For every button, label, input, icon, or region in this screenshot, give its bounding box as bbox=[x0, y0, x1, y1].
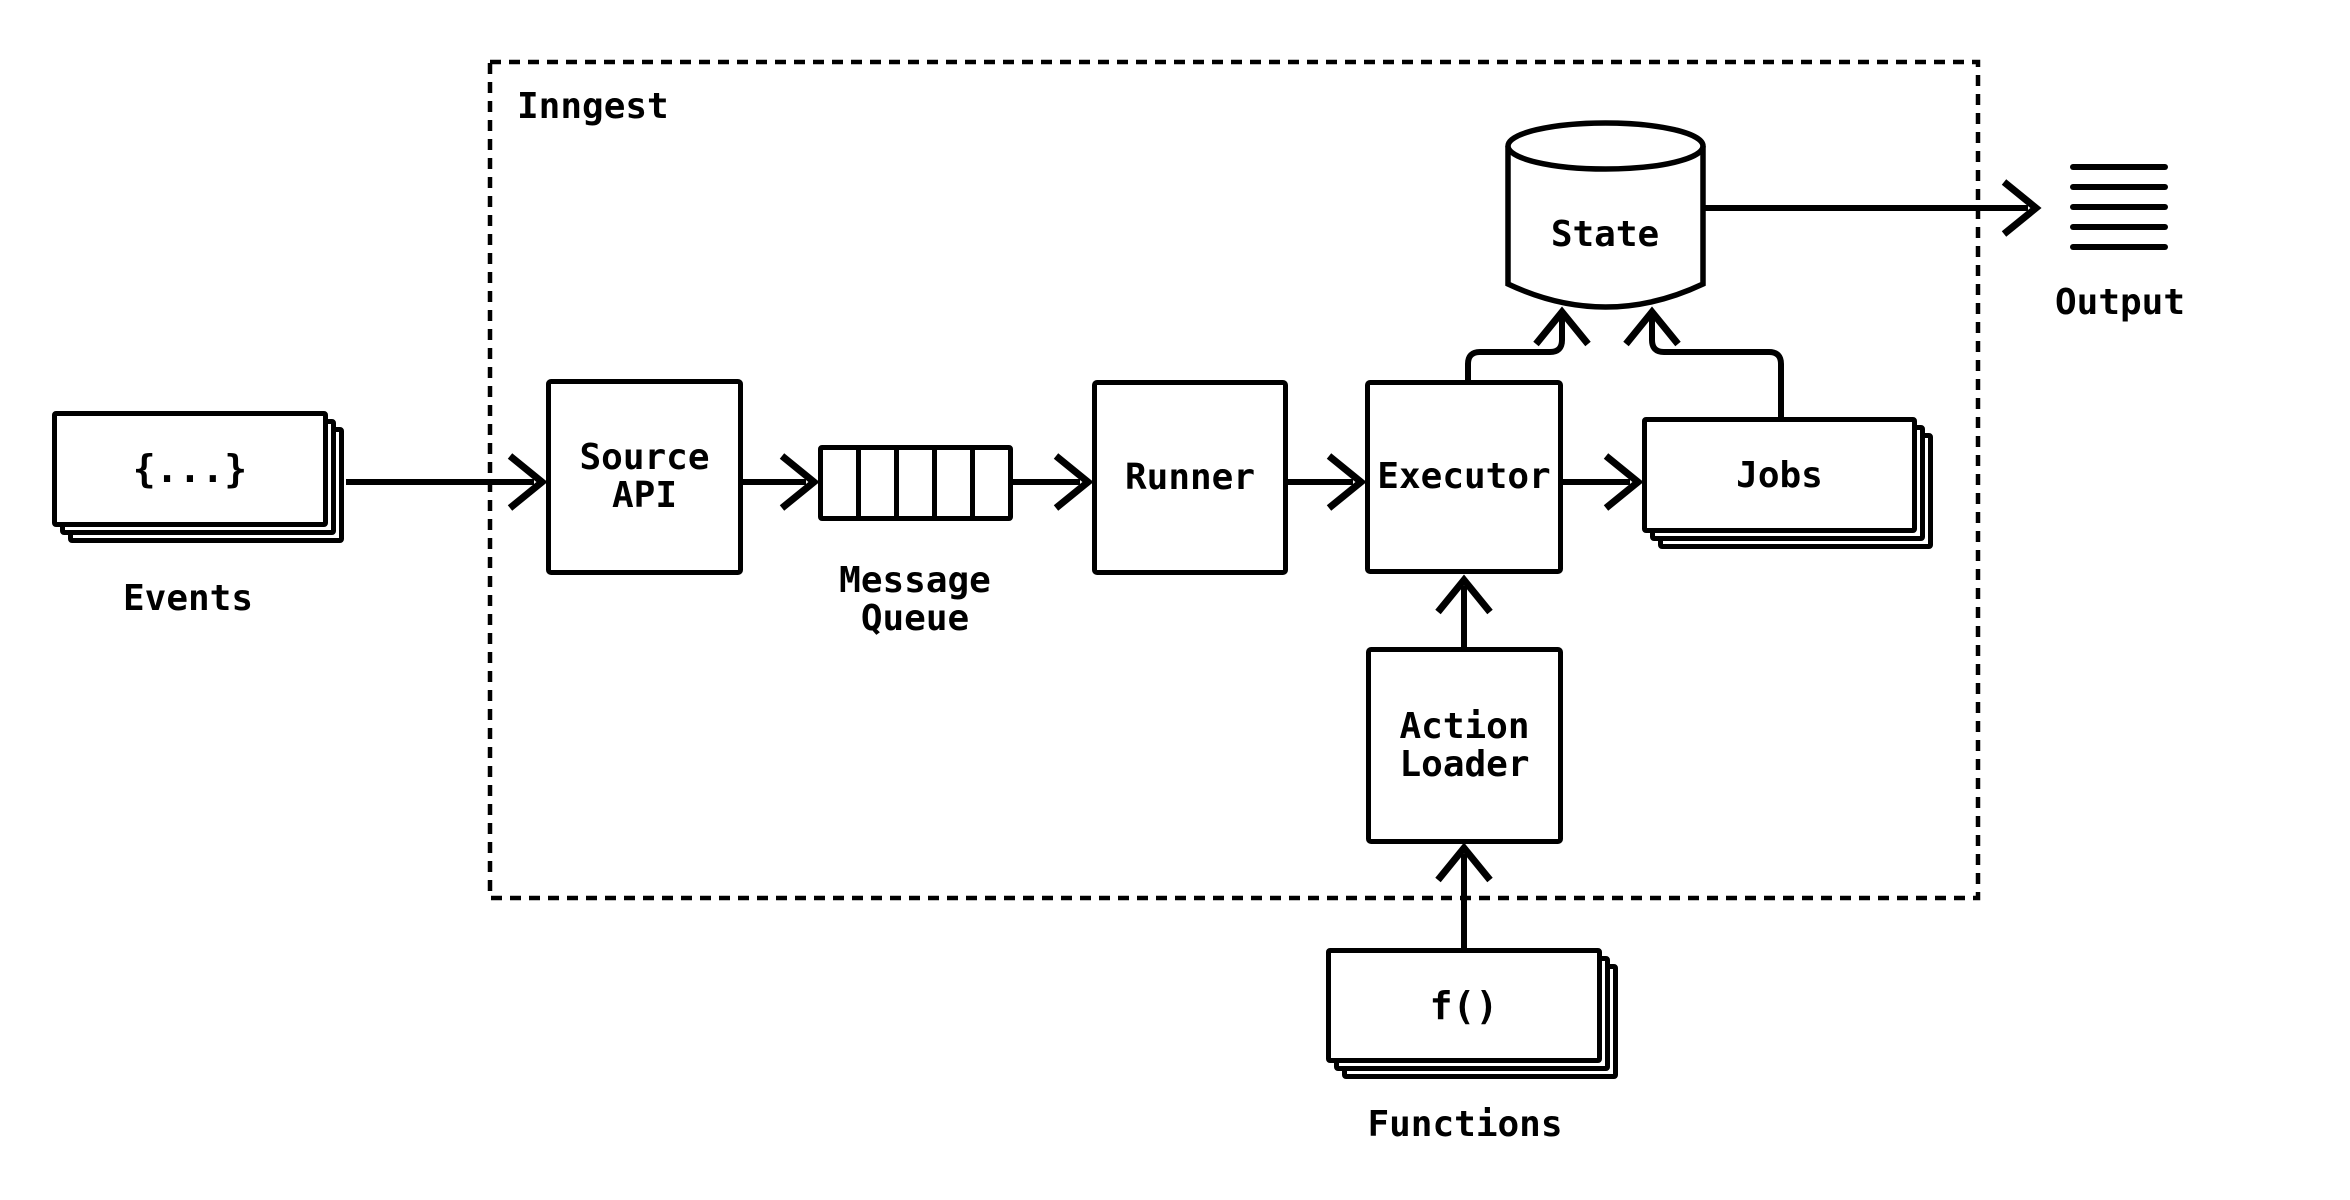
output-line bbox=[2070, 164, 2168, 170]
events-label: Events bbox=[122, 578, 254, 619]
arrow-executor-to-jobs bbox=[1563, 453, 1644, 511]
arrow-source-api-to-message-queue bbox=[742, 453, 820, 511]
executor-box: Executor bbox=[1365, 380, 1563, 574]
jobs-stack: Jobs bbox=[1642, 417, 1933, 549]
arrow-functions-to-action-loader bbox=[1435, 842, 1493, 948]
queue-cell bbox=[970, 450, 1008, 516]
events-symbol: {...} bbox=[132, 447, 248, 491]
arrow-state-to-output bbox=[1703, 179, 2042, 237]
arrow-message-queue-to-runner bbox=[1013, 453, 1094, 511]
functions-symbol: f() bbox=[1429, 983, 1499, 1028]
arrow-runner-to-executor bbox=[1288, 453, 1367, 511]
output-line bbox=[2070, 184, 2168, 190]
functions-stack: f() bbox=[1326, 948, 1618, 1079]
output-lines-icon bbox=[2070, 164, 2168, 250]
source-api-box: Source API bbox=[546, 379, 743, 575]
runner-box: Runner bbox=[1092, 380, 1288, 575]
inngest-label: Inngest bbox=[517, 86, 669, 127]
arrow-executor-to-state bbox=[1465, 306, 1591, 380]
message-queue bbox=[818, 445, 1013, 521]
queue-cell bbox=[894, 450, 932, 516]
events-stack: {...} bbox=[52, 411, 344, 543]
functions-box: f() bbox=[1326, 948, 1602, 1063]
message-queue-label: Message Queue bbox=[839, 560, 991, 639]
output-label: Output bbox=[2054, 282, 2186, 323]
runner-label: Runner bbox=[1124, 456, 1256, 498]
action-loader-label: Action Loader bbox=[1399, 705, 1530, 785]
queue-cell bbox=[932, 450, 970, 516]
events-box: {...} bbox=[52, 411, 328, 527]
arrow-jobs-to-state bbox=[1623, 306, 1784, 417]
output-line bbox=[2070, 204, 2168, 210]
executor-label: Executor bbox=[1377, 456, 1551, 497]
inngest-boundary bbox=[487, 59, 1981, 901]
output-line bbox=[2070, 244, 2168, 250]
queue-cell bbox=[856, 450, 894, 516]
source-api-label: Source API bbox=[579, 437, 710, 516]
action-loader-box: Action Loader bbox=[1366, 647, 1563, 844]
arrow-action-loader-to-executor bbox=[1435, 574, 1493, 647]
output-line bbox=[2070, 224, 2168, 230]
arrow-events-to-source-api bbox=[346, 453, 548, 511]
state-cylinder bbox=[1505, 120, 1706, 310]
state-label: State bbox=[1550, 214, 1660, 255]
jobs-label: Jobs bbox=[1736, 454, 1823, 496]
functions-label: Functions bbox=[1367, 1104, 1563, 1145]
queue-cell bbox=[823, 450, 856, 516]
jobs-box: Jobs bbox=[1642, 417, 1917, 533]
